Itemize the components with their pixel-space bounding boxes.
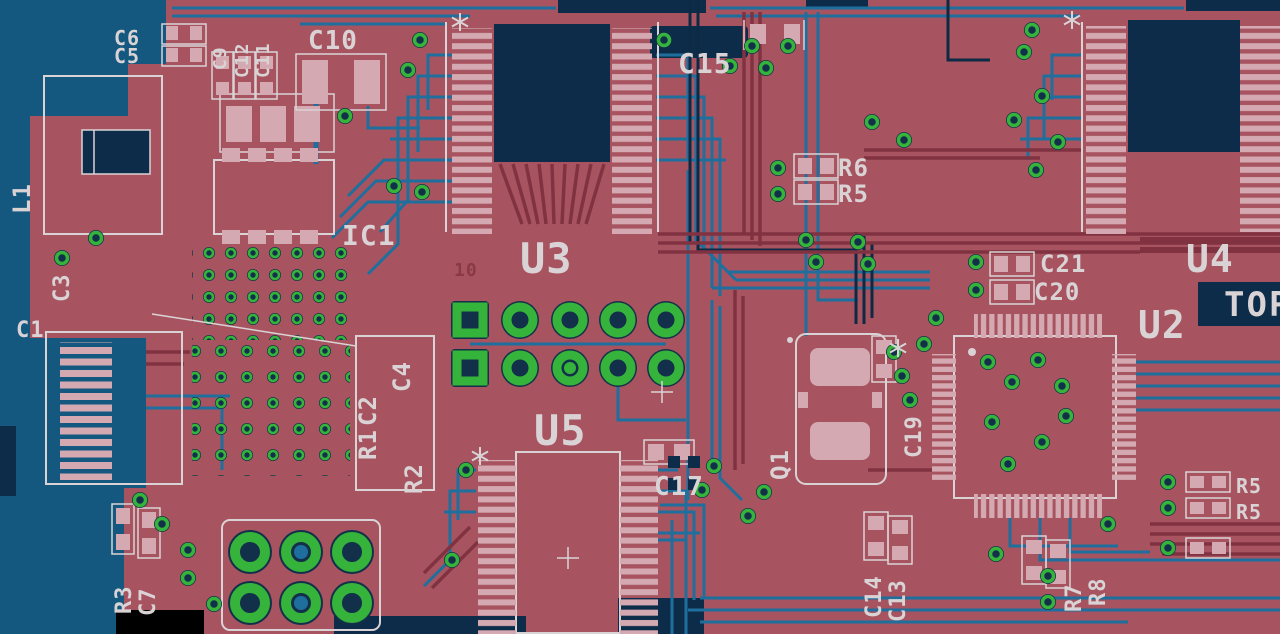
designator-u3[interactable]: U3	[520, 234, 573, 283]
u3-footprint[interactable]	[445, 22, 659, 234]
designator-c19[interactable]: C19	[902, 415, 927, 458]
layer-name-top: TOP	[1224, 285, 1280, 325]
designator-c14[interactable]: C14	[862, 575, 887, 618]
designator-q1[interactable]: Q1	[766, 449, 794, 480]
designator-u2[interactable]: U2	[1138, 303, 1186, 347]
designator-c9[interactable]: C9	[210, 46, 231, 70]
ic1-footprint[interactable]	[213, 93, 335, 244]
designator-c3[interactable]: C3	[50, 273, 75, 303]
designator-r5[interactable]: R5	[838, 180, 869, 208]
designator-c17[interactable]: C17	[654, 472, 704, 502]
designator-r2[interactable]: R2	[400, 463, 428, 494]
designator-c7[interactable]: C7	[136, 587, 161, 617]
dark-signal-traces[interactable]	[688, 0, 990, 324]
silkscreen-marks	[151, 10, 1081, 491]
origin-mark	[1063, 10, 1081, 30]
designator-c20[interactable]: C20	[1034, 278, 1081, 306]
mounting-pad-grid[interactable]	[221, 519, 381, 631]
designator-c2[interactable]: C2	[354, 395, 382, 426]
designator-c15[interactable]: C15	[678, 47, 732, 80]
designator-c21[interactable]: C21	[1040, 250, 1087, 278]
designator-r1[interactable]: R1	[354, 429, 382, 460]
designator-c13[interactable]: C13	[886, 579, 911, 622]
designator-c12[interactable]: C12	[232, 42, 253, 78]
via-stitching-field[interactable]	[192, 246, 350, 476]
bottom-left-connector-footprint[interactable]	[45, 331, 183, 485]
ground-plane-regions	[0, 0, 166, 634]
designator-c5[interactable]: C5	[114, 44, 141, 68]
designator-c1[interactable]: C1	[16, 318, 45, 343]
designator-c11[interactable]: C11	[253, 42, 274, 78]
designator-u5[interactable]: U5	[534, 406, 587, 455]
u2-qfp-footprint[interactable]	[932, 314, 1136, 518]
top-right-ic-footprint[interactable]	[1081, 20, 1280, 234]
c10-footprint[interactable]	[295, 53, 387, 111]
header-2x5-pads[interactable]	[451, 301, 685, 387]
designator-u4[interactable]: U4	[1186, 237, 1234, 281]
designator-ic1[interactable]: IC1	[342, 219, 396, 252]
designator-r8[interactable]: R8	[1086, 577, 1111, 607]
designator-r5-edge-1[interactable]: R5	[1236, 474, 1263, 498]
pin-number-10: 10	[454, 260, 478, 281]
designator-r7[interactable]: R7	[1062, 583, 1087, 613]
l1-footprint[interactable]	[43, 75, 163, 235]
designator-r5-edge-2[interactable]: R5	[1236, 500, 1263, 524]
u5-footprint[interactable]	[478, 451, 658, 634]
designator-l1[interactable]: L1	[8, 183, 36, 214]
designator-r3[interactable]: R3	[112, 585, 137, 615]
designator-r6[interactable]: R6	[838, 154, 869, 182]
designator-c10[interactable]: C10	[308, 26, 358, 56]
u2-pin1-dot	[968, 348, 976, 356]
q1-crystal-footprint[interactable]	[787, 333, 887, 485]
designator-c6[interactable]: C6	[114, 26, 141, 50]
designator-c4[interactable]: C4	[388, 361, 416, 392]
